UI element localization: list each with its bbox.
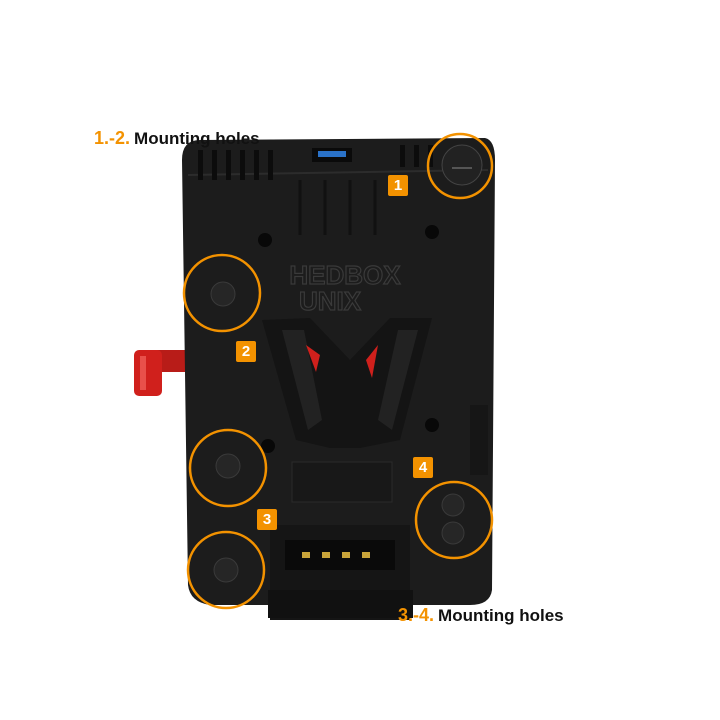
caption-top-text: Mounting holes bbox=[134, 129, 260, 148]
caption-bottom-number: 3.-4. bbox=[398, 605, 435, 625]
badge-4: 4 bbox=[413, 457, 433, 478]
highlight-circle bbox=[182, 253, 262, 333]
highlight-circle bbox=[188, 428, 268, 508]
mounting-hole-highlights bbox=[182, 132, 494, 610]
badge-2: 2 bbox=[236, 341, 256, 362]
badge-3: 3 bbox=[257, 509, 277, 530]
plate-body bbox=[182, 138, 495, 620]
hedbox-unix-logo: HEDBOX UNIX bbox=[289, 259, 402, 316]
highlight-circle bbox=[426, 132, 494, 200]
caption-top-number: 1.-2. bbox=[94, 128, 131, 148]
highlight-circle bbox=[186, 530, 266, 610]
svg-text:HEDBOX: HEDBOX bbox=[289, 260, 401, 290]
caption-bottom: 3.-4.Mounting holes bbox=[398, 605, 564, 626]
red-clamp-lever bbox=[134, 350, 190, 396]
badge-1: 1 bbox=[388, 175, 408, 196]
caption-bottom-text: Mounting holes bbox=[438, 606, 564, 625]
caption-top: 1.-2.Mounting holes bbox=[94, 128, 260, 149]
highlight-circle bbox=[414, 480, 494, 560]
svg-text:UNIX: UNIX bbox=[299, 286, 362, 316]
